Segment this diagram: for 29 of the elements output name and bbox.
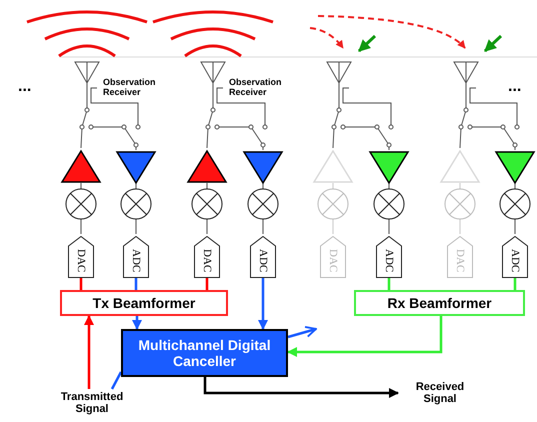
label-text: Observation Receiver [103,77,157,98]
connector-line [80,278,82,290]
connector-line [388,278,390,290]
beamformer-box: Rx Beamformer [354,290,525,316]
converter-block: DAC [320,236,346,278]
converter-block: ADC [250,236,276,278]
converter-block: DAC [194,236,220,278]
arrow [287,316,442,357]
arrow [288,326,317,338]
signal-label: Received Signal [398,377,482,409]
converter-block: ADC [123,236,149,278]
converter-block: DAC [68,236,94,278]
signal-label: Transmitted Signal [56,389,128,417]
canceller-box: Multichannel Digital Canceller [121,329,288,377]
ellipsis-text: ... [508,78,522,96]
arrow [204,377,399,398]
label-text: Observation Receiver [229,77,283,98]
beamformer-box: Tx Beamformer [60,290,228,316]
connector-line [110,371,122,390]
converter-block: ADC [376,236,402,278]
connector-line [206,278,208,290]
converter-block: DAC [447,236,473,278]
converter-block: ADC [502,236,528,278]
arrow [132,316,142,330]
connector-line [134,278,138,290]
arrow [258,278,268,330]
connector-line [514,278,516,290]
arrow [84,315,94,389]
ellipsis-text: ... [18,78,32,96]
